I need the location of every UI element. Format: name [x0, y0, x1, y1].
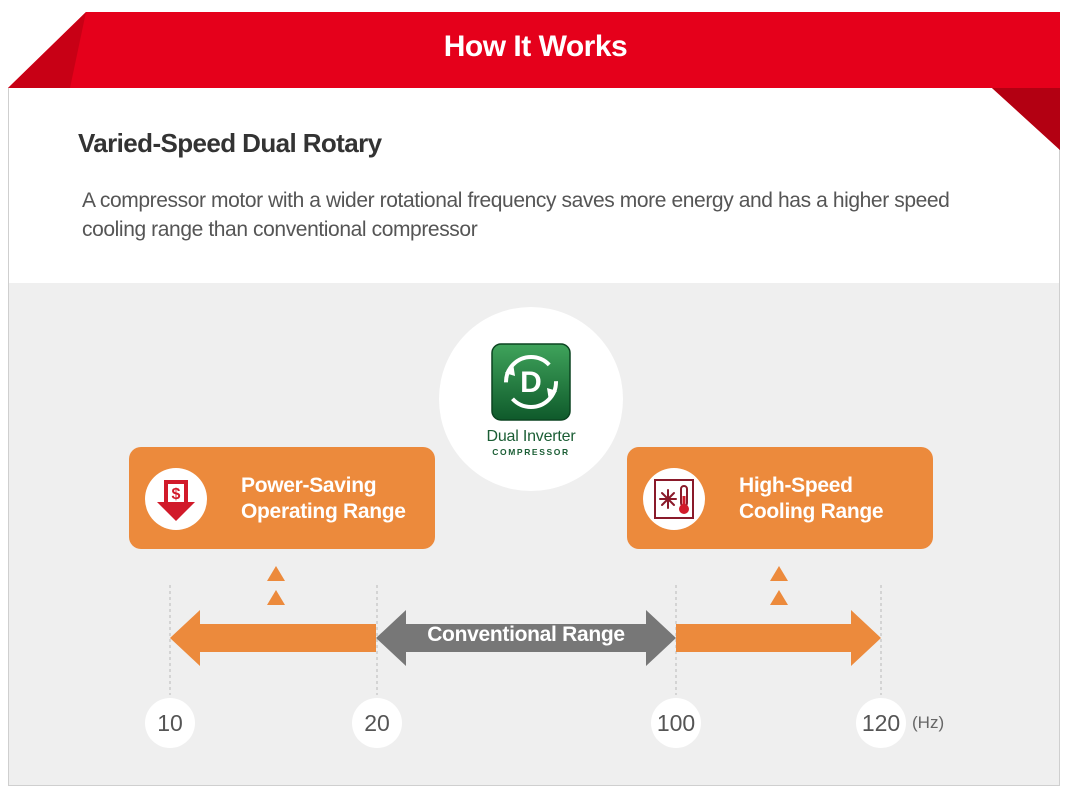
header-fold-right	[992, 88, 1060, 150]
section-description: A compressor motor with a wider rotation…	[82, 186, 982, 244]
conventional-range-label: Conventional Range	[427, 623, 625, 646]
section-title: Varied-Speed Dual Rotary	[78, 128, 382, 158]
logo-subtitle: COMPRESSOR	[492, 447, 570, 457]
power-saving-icon-circle: $	[145, 468, 207, 530]
high-speed-arrow	[676, 610, 881, 666]
snowflake-icon	[659, 489, 677, 509]
tick-label-10: 10	[145, 698, 195, 748]
page-title: How It Works	[443, 30, 628, 63]
cooling-line-2: Cooling Range	[739, 500, 884, 523]
unit-label: (Hz)	[912, 713, 945, 732]
description-line-2: cooling range than conventional compress…	[82, 218, 478, 241]
power-saving-arrow	[170, 610, 376, 666]
header-fold-left	[8, 12, 86, 88]
description-line-1: A compressor motor with a wider rotation…	[82, 189, 950, 212]
header-banner-shape	[8, 12, 1060, 150]
power-saving-line-2: Operating Range	[241, 500, 406, 523]
power-saving-label: Power-Saving Operating Range	[241, 473, 406, 525]
dual-inverter-logo-icon: D	[491, 343, 571, 421]
header-banner	[8, 12, 1060, 150]
power-saving-line-1: Power-Saving	[241, 474, 377, 497]
logo-badge-letter: D	[520, 366, 542, 399]
power-saving-box: $ Power-Saving Operating Range	[129, 447, 435, 549]
dollar-down-arrow-icon: $	[157, 480, 195, 521]
tick-label-20: 20	[352, 698, 402, 748]
cooling-icon-circle	[643, 468, 705, 530]
cooling-up-triangles	[770, 566, 788, 605]
tick-label-100: 100	[651, 698, 701, 748]
cooling-label: High-Speed Cooling Range	[739, 473, 884, 525]
svg-text:$: $	[172, 486, 181, 503]
snowflake-thermometer-icon	[654, 479, 694, 519]
cooling-line-1: High-Speed	[739, 474, 853, 497]
logo-name: Dual Inverter	[486, 428, 576, 445]
high-speed-cooling-box: High-Speed Cooling Range	[627, 447, 933, 549]
power-saving-up-triangles	[267, 566, 285, 605]
tick-label-120: 120	[856, 698, 906, 748]
conventional-range-arrow	[376, 610, 676, 666]
